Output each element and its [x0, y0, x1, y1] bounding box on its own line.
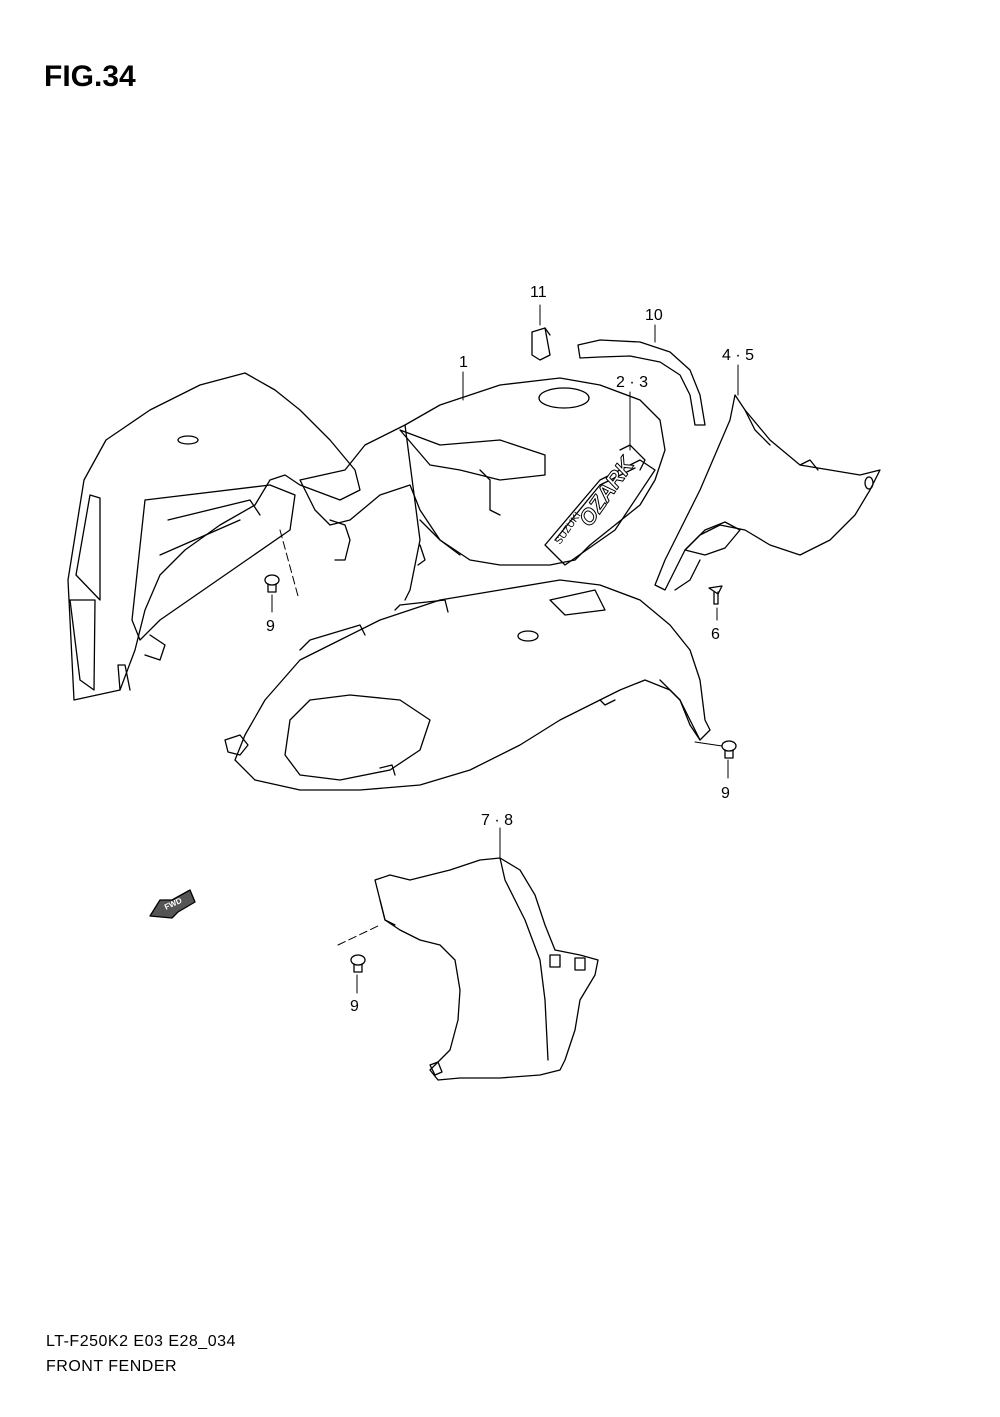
- screw-6: [709, 586, 722, 604]
- model-code: LT-F250K2 E03 E28_034: [46, 1333, 236, 1350]
- callout-10: 10: [645, 307, 663, 324]
- callout-9-lower: 9: [350, 998, 359, 1015]
- right-side-panel: [655, 395, 880, 590]
- leader-lines: [272, 305, 738, 993]
- callout-4-5: 4 · 5: [722, 347, 755, 364]
- front-fender-lower-wing: [225, 580, 710, 790]
- trim-strip: [578, 340, 705, 425]
- callout-1: 1: [459, 354, 468, 371]
- ozark-emblem: SUZUKI OZARK: [545, 445, 655, 565]
- screw-9-lower: [351, 955, 365, 972]
- fender-center-body: [300, 378, 665, 600]
- section-name: FRONT FENDER: [46, 1358, 178, 1375]
- fwd-direction-arrow: FWD: [150, 890, 195, 918]
- figure-title: FIG.34: [44, 60, 136, 93]
- screw-9-left: [265, 575, 279, 592]
- callout-2-3: 2 · 3: [616, 374, 649, 391]
- callout-6: 6: [711, 626, 720, 643]
- callout-9-right: 9: [721, 785, 730, 802]
- left-fender-wing: [68, 373, 360, 700]
- cushion-part: [532, 328, 550, 360]
- emblem-model-text: OZARK: [574, 451, 641, 531]
- callout-11: 11: [530, 284, 547, 301]
- mud-guard: [375, 858, 598, 1080]
- callout-9-left: 9: [266, 618, 275, 635]
- screw-9-right: [722, 741, 736, 758]
- callout-7-8: 7 · 8: [481, 812, 514, 829]
